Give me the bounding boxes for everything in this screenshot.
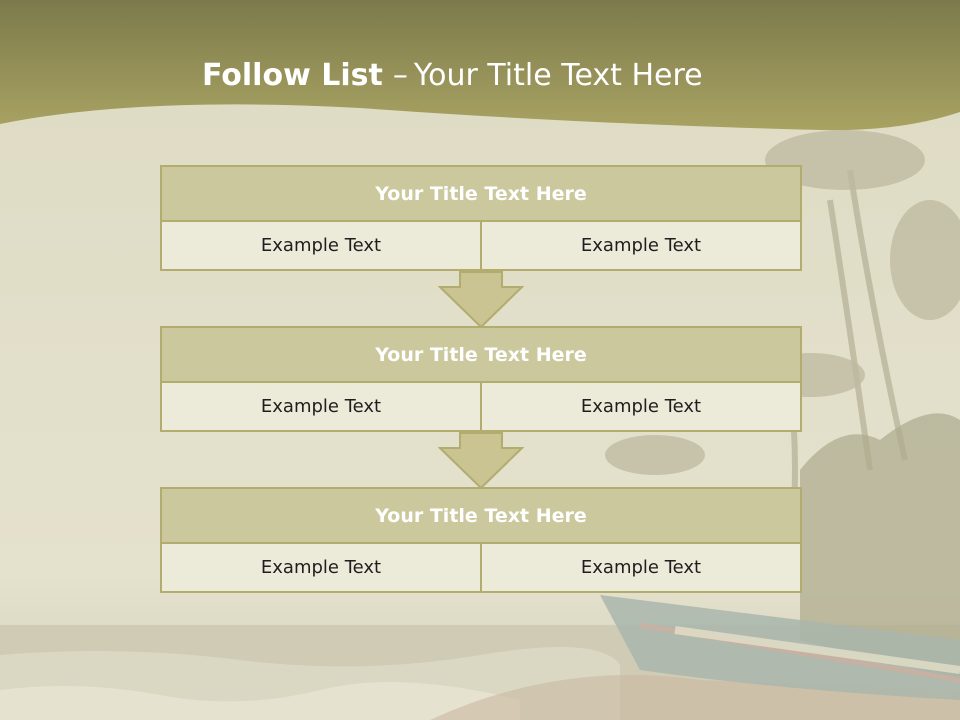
step-title: Your Title Text Here (160, 165, 802, 222)
title-separator: – (392, 58, 408, 93)
step-cell-right: Example Text (481, 222, 802, 271)
step-block-2: Your Title Text Here Example Text Exampl… (160, 326, 802, 432)
slide-title: Follow List–Your Title Text Here (202, 54, 703, 98)
title-bold-part: Follow List (202, 58, 383, 93)
step-cell-left: Example Text (160, 544, 481, 593)
step-cell-right: Example Text (481, 383, 802, 432)
step-cell-left: Example Text (160, 222, 481, 271)
down-arrow-icon (438, 271, 524, 329)
step-cell-right: Example Text (481, 544, 802, 593)
step-title: Your Title Text Here (160, 487, 802, 544)
step-block-1: Your Title Text Here Example Text Exampl… (160, 165, 802, 271)
step-row: Example Text Example Text (160, 544, 802, 593)
step-block-3: Your Title Text Here Example Text Exampl… (160, 487, 802, 593)
down-arrow-icon (438, 432, 524, 490)
step-row: Example Text Example Text (160, 222, 802, 271)
step-row: Example Text Example Text (160, 383, 802, 432)
step-title: Your Title Text Here (160, 326, 802, 383)
step-cell-left: Example Text (160, 383, 481, 432)
title-subtitle-part: Your Title Text Here (413, 58, 703, 93)
